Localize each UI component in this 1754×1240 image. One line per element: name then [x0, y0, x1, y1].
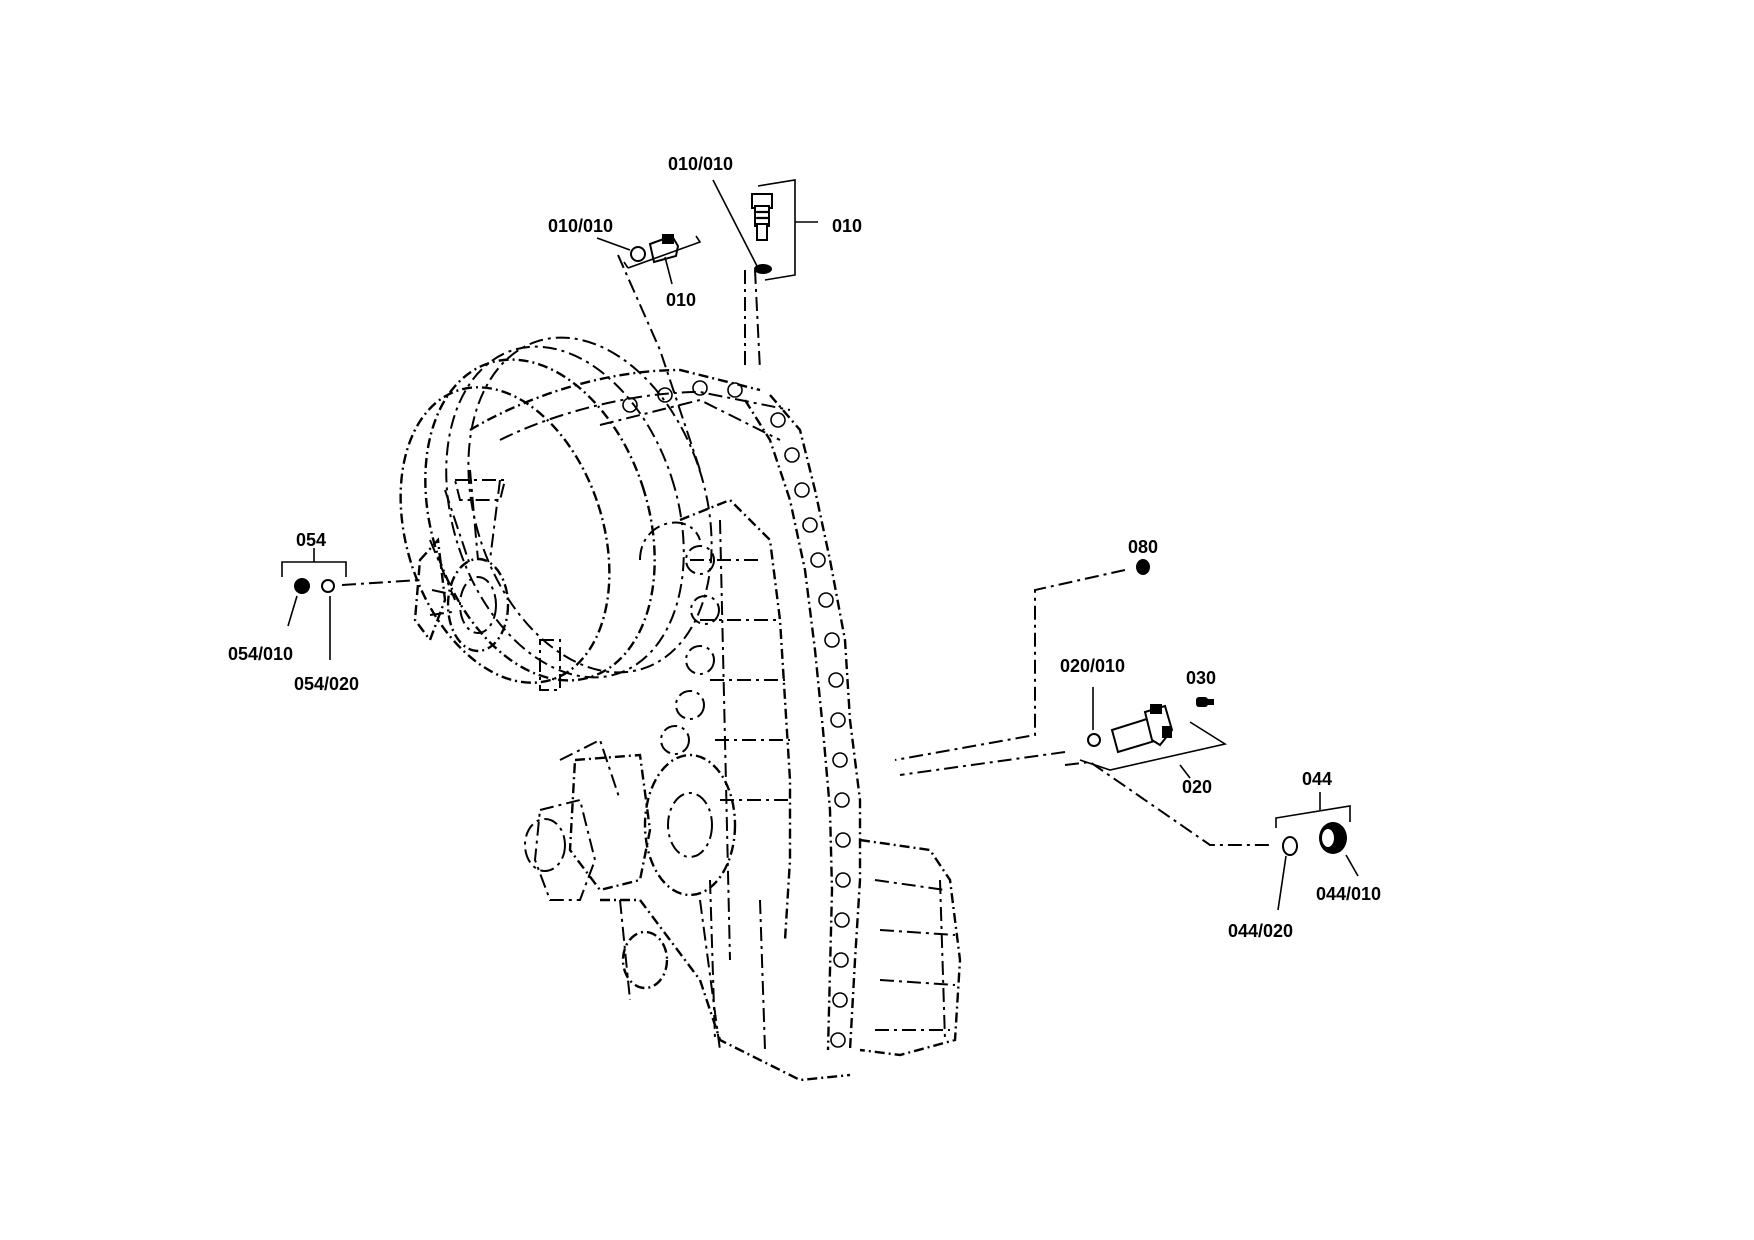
label-010-left: 010 [666, 290, 696, 310]
part-labels: 010/010 010/010 010 010 054 054/010 054/… [228, 154, 1381, 941]
label-020: 020 [1182, 777, 1212, 797]
label-010-010-left: 010/010 [548, 216, 613, 236]
flange-bolts [622, 380, 851, 1048]
label-054-020: 054/020 [294, 674, 359, 694]
label-044-020: 044/020 [1228, 921, 1293, 941]
label-020-010: 020/010 [1060, 656, 1125, 676]
assembly-leader-lines [341, 254, 1270, 846]
bracket-054 [281, 561, 347, 577]
bracket-010-left [627, 235, 702, 269]
label-010-010-top: 010/010 [668, 154, 733, 174]
part-010-sensor-horizontal [630, 234, 680, 264]
label-030: 030 [1186, 668, 1216, 688]
bracket-020 [1079, 721, 1228, 771]
bracket-010-right [757, 179, 796, 281]
bracket-044 [1275, 805, 1351, 828]
part-010-sensor-vertical [751, 193, 773, 274]
part-080-plug [1136, 559, 1150, 575]
label-044: 044 [1302, 769, 1332, 789]
part-044-plug [1282, 822, 1347, 856]
part-054-plug [294, 578, 335, 594]
gear-train [660, 545, 720, 755]
label-054-010: 054/010 [228, 644, 293, 664]
label-010-right: 010 [832, 216, 862, 236]
part-030-screw [1196, 697, 1214, 707]
label-080: 080 [1128, 537, 1158, 557]
part-020-sensor [1087, 704, 1174, 754]
transmission-housing [399, 336, 962, 1082]
label-054: 054 [296, 530, 326, 550]
label-044-010: 044/010 [1316, 884, 1381, 904]
